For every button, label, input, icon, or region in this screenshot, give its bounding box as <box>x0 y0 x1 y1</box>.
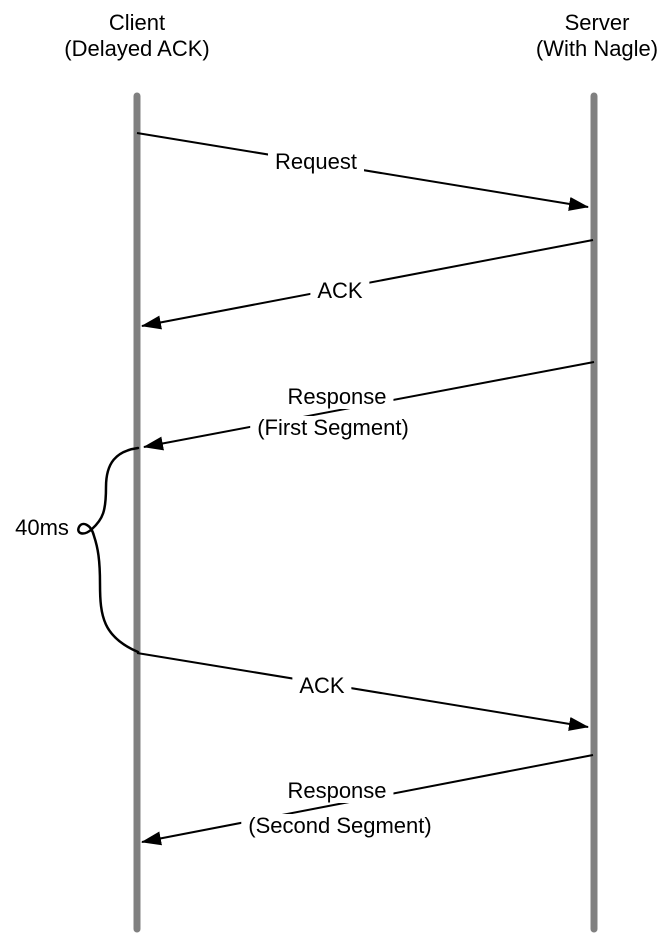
participant-client-name: Client <box>108 10 166 35</box>
delay-brace <box>77 446 140 654</box>
response-first-label-line2: (First Segment) <box>250 416 416 440</box>
participant-server-qualifier: (With Nagle) <box>535 36 659 61</box>
delay-duration-label: 40ms <box>15 515 69 540</box>
participant-server-name: Server <box>564 10 630 35</box>
ack-label-1: ACK <box>310 279 370 303</box>
ack-arrow-2 <box>136 652 589 731</box>
participant-client: Client (Delayed ACK) <box>64 10 210 62</box>
participant-server: Server (With Nagle) <box>536 10 658 62</box>
response-second-label-line1: Response <box>280 779 394 803</box>
participant-client-qualifier: (Delayed ACK) <box>64 36 210 61</box>
ack-label-2: ACK <box>292 674 352 698</box>
response-first-label-line1: Response <box>280 385 394 409</box>
response-second-label-line2: (Second Segment) <box>241 814 439 838</box>
request-label: Request <box>268 150 364 174</box>
